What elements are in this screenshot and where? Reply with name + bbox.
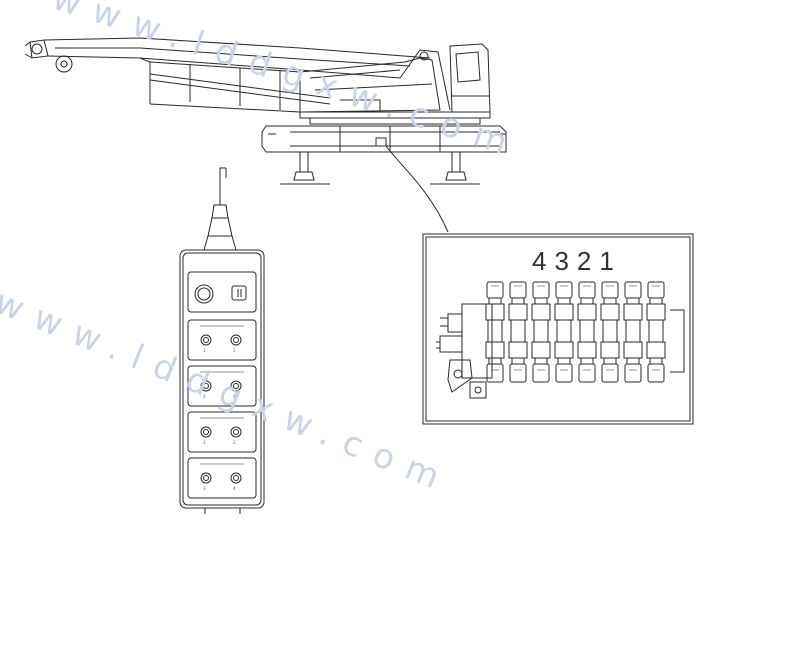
remote-button-number: 3 — [203, 486, 206, 491]
remote-button-number: 4 — [233, 486, 236, 491]
remote-control — [179, 167, 265, 514]
valve-section — [531, 281, 551, 383]
valve-section — [646, 281, 666, 383]
remote-button[interactable] — [230, 380, 242, 392]
valve-section — [600, 281, 620, 383]
remote-button-group — [187, 411, 257, 453]
valve-numbers-label: 4321 — [532, 246, 622, 276]
valve-section — [554, 281, 574, 383]
valve-section — [577, 281, 597, 383]
remote-button-number: 2 — [233, 440, 236, 445]
remote-button-group — [187, 365, 257, 407]
remote-button-number: 4 — [233, 394, 236, 399]
valve-section — [508, 281, 528, 383]
crane-drawing — [24, 37, 507, 185]
remote-button-group — [187, 319, 257, 361]
valve-section — [623, 281, 643, 383]
remote-button-group — [187, 457, 257, 499]
remote-button[interactable] — [230, 426, 242, 438]
valve-panel — [422, 233, 694, 425]
leader-line — [385, 145, 449, 233]
remote-button[interactable] — [230, 334, 242, 346]
remote-button-number: 1 — [203, 348, 206, 353]
remote-button-number: 1 — [203, 440, 206, 445]
remote-button[interactable] — [200, 472, 212, 484]
remote-button-groups — [187, 319, 257, 499]
remote-button[interactable] — [230, 472, 242, 484]
remote-button[interactable] — [200, 380, 212, 392]
diagram-canvas — [24, 37, 694, 514]
valve-stack — [485, 281, 666, 383]
remote-button-number: 3 — [203, 394, 206, 399]
remote-button[interactable] — [200, 426, 212, 438]
remote-button-number: 2 — [233, 348, 236, 353]
remote-button[interactable] — [200, 334, 212, 346]
valve-section — [485, 281, 505, 383]
